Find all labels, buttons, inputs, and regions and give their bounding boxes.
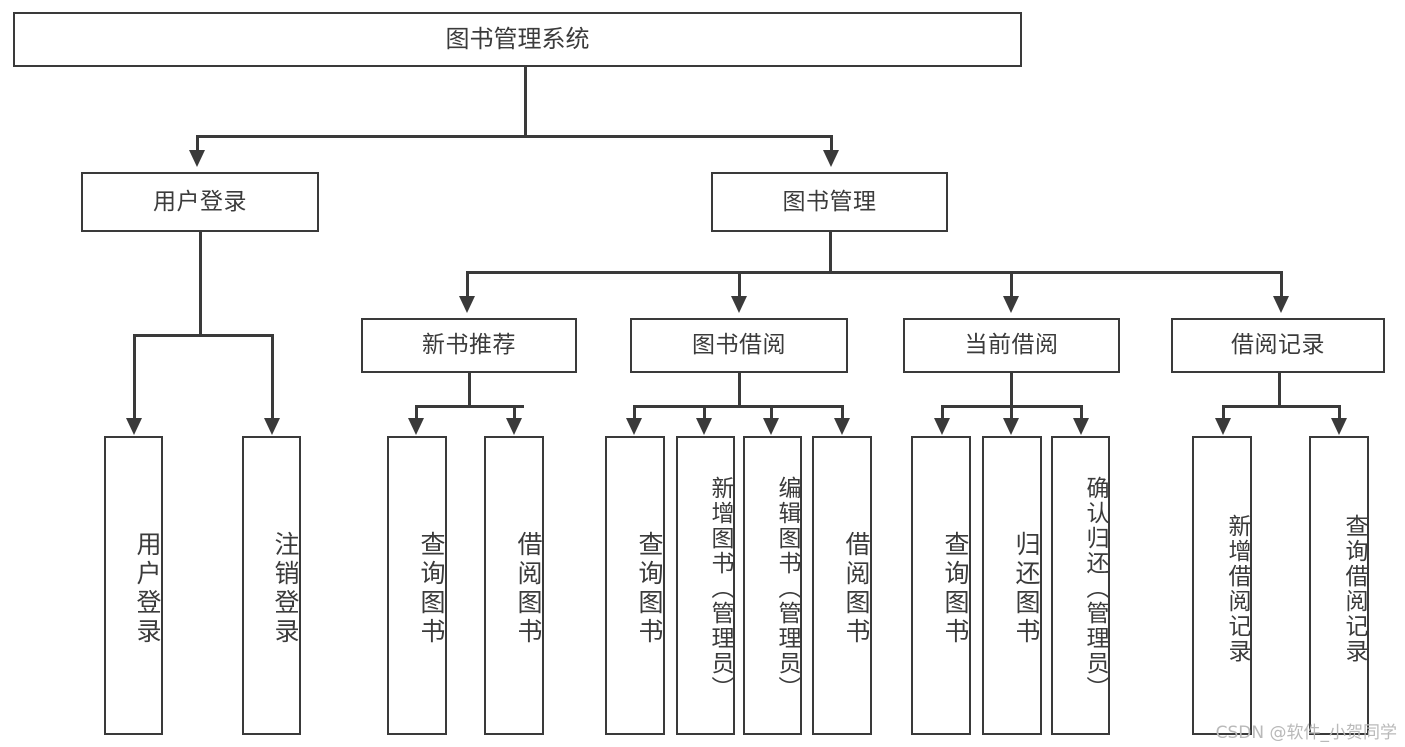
arrowhead-nb-query-book <box>408 418 424 435</box>
connector-user-login-to-leaf-1 <box>271 334 274 420</box>
connector-bm-to-new-book <box>466 271 469 298</box>
connector-bm-to-book-borrow <box>738 271 741 298</box>
leaf-bb-query-book[interactable]: 查询图书 <box>605 436 665 735</box>
node-book-management[interactable]: 图书管理 <box>711 172 948 232</box>
connector-bb-to-leaf-2 <box>770 405 773 420</box>
arrowhead-new-book-recommend <box>459 296 475 313</box>
arrowhead-book-borrow <box>731 296 747 313</box>
leaf-bb-edit-book-admin[interactable]: 编辑图书（管理员） <box>743 436 802 735</box>
connector-bm-to-current-borrow <box>1010 271 1013 298</box>
leaf-br-add-borrow-record[interactable]: 新增借阅记录 <box>1192 436 1252 735</box>
connector-user-login-stem <box>199 232 202 336</box>
node-root-book-management-system[interactable]: 图书管理系统 <box>13 12 1022 67</box>
arrowhead-borrow-record <box>1273 296 1289 313</box>
connector-user-login-bar <box>133 334 273 337</box>
leaf-nb-query-book[interactable]: 查询图书 <box>387 436 447 735</box>
connector-user-login-to-leaf-0 <box>133 334 136 420</box>
arrowhead-cb-return-book <box>1003 418 1019 435</box>
arrowhead-nb-borrow-book <box>506 418 522 435</box>
connector-book-borrow-stem <box>738 373 741 407</box>
leaf-bb-add-book-admin[interactable]: 新增图书（管理员） <box>676 436 735 735</box>
connector-br-to-leaf-1 <box>1338 405 1341 420</box>
arrowhead-leaf-logout <box>264 418 280 435</box>
connector-borrow-record-bar <box>1222 405 1341 408</box>
connector-root-bar <box>196 135 832 138</box>
connector-bb-to-leaf-0 <box>633 405 636 420</box>
node-new-book-recommend[interactable]: 新书推荐 <box>361 318 577 373</box>
arrowhead-book-management <box>823 150 839 167</box>
connector-cb-to-leaf-1 <box>1010 405 1013 420</box>
arrowhead-br-add-record <box>1215 418 1231 435</box>
arrowhead-current-borrow <box>1003 296 1019 313</box>
connector-book-borrow-bar <box>633 405 841 408</box>
connector-root-stem <box>524 67 527 136</box>
connector-new-book-stem <box>468 373 471 407</box>
connector-br-to-leaf-0 <box>1222 405 1225 420</box>
connector-book-management-bar <box>466 271 1280 274</box>
arrowhead-br-query-record <box>1331 418 1347 435</box>
leaf-cb-query-book[interactable]: 查询图书 <box>911 436 971 735</box>
connector-bb-to-leaf-1 <box>703 405 706 420</box>
connector-nb-to-leaf-1 <box>513 405 516 420</box>
connector-nb-to-leaf-0 <box>415 405 418 420</box>
leaf-user-login[interactable]: 用户登录 <box>104 436 163 735</box>
connector-root-to-book-management <box>830 135 833 152</box>
connector-bm-to-borrow-record <box>1280 271 1283 298</box>
arrowhead-bb-edit-book <box>763 418 779 435</box>
leaf-bb-borrow-book[interactable]: 借阅图书 <box>812 436 872 735</box>
connector-cb-to-leaf-2 <box>1080 405 1083 420</box>
connector-cb-to-leaf-0 <box>941 405 944 420</box>
leaf-logout[interactable]: 注销登录 <box>242 436 301 735</box>
leaf-nb-borrow-book[interactable]: 借阅图书 <box>484 436 544 735</box>
node-current-borrow[interactable]: 当前借阅 <box>903 318 1120 373</box>
leaf-cb-confirm-return-admin[interactable]: 确认归还（管理员） <box>1051 436 1110 735</box>
arrowhead-bb-query-book <box>626 418 642 435</box>
connector-bb-to-leaf-3 <box>841 405 844 420</box>
connector-root-to-user-login <box>196 135 199 152</box>
leaf-br-query-borrow-record[interactable]: 查询借阅记录 <box>1309 436 1369 735</box>
arrowhead-bb-add-book <box>696 418 712 435</box>
node-user-login[interactable]: 用户登录 <box>81 172 319 232</box>
arrowhead-bb-borrow-book <box>834 418 850 435</box>
connector-book-management-stem <box>829 232 832 273</box>
node-book-borrow[interactable]: 图书借阅 <box>630 318 848 373</box>
arrowhead-cb-confirm-return <box>1073 418 1089 435</box>
connector-borrow-record-stem <box>1278 373 1281 407</box>
connector-new-book-bar <box>415 405 524 408</box>
connector-current-borrow-stem <box>1010 373 1013 407</box>
arrowhead-leaf-user-login <box>126 418 142 435</box>
arrowhead-user-login <box>189 150 205 167</box>
node-borrow-record[interactable]: 借阅记录 <box>1171 318 1385 373</box>
leaf-cb-return-book[interactable]: 归还图书 <box>982 436 1042 735</box>
arrowhead-cb-query-book <box>934 418 950 435</box>
